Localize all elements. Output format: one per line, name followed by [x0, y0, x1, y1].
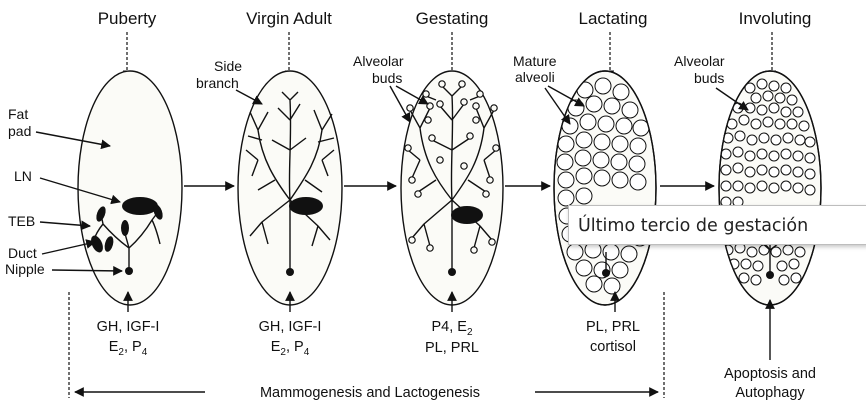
lymph-node-3 — [451, 206, 483, 224]
stage-title-puberty: Puberty — [98, 9, 157, 28]
label-side-branch-line2: branch — [196, 75, 239, 91]
hormones-virgin-line2: E2, P4 — [271, 339, 310, 358]
gland-virgin-adult — [238, 71, 342, 305]
lymph-node-1 — [122, 197, 158, 215]
label-alveolar-buds-gest-line1: Alveolar — [353, 53, 404, 69]
translation-tooltip: Último tercio de gestación — [568, 205, 866, 245]
gland-involuting — [719, 71, 821, 305]
lymph-node-2 — [289, 197, 323, 215]
label-mature-alveoli-line2: alveoli — [515, 69, 555, 85]
label-side-branch-line1: Side — [214, 58, 242, 74]
label-nipple: Nipple — [5, 261, 45, 277]
hormones-gestating-line1: P4, E2 — [431, 319, 472, 338]
label-ln: LN — [14, 168, 32, 184]
stage-title-involuting: Involuting — [739, 9, 812, 28]
label-apoptosis-line1: Apoptosis and — [724, 366, 816, 382]
stage-title-lactating: Lactating — [579, 9, 648, 28]
label-teb: TEB — [8, 213, 35, 229]
hormones-lactating-line2: cortisol — [590, 339, 636, 355]
stage-title-virgin-adult: Virgin Adult — [246, 9, 332, 28]
hormones-virgin-line1: GH, IGF-I — [259, 319, 322, 335]
gland-lactating — [554, 71, 656, 305]
hormones-puberty-line1: GH, IGF-I — [97, 319, 160, 335]
label-duct: Duct — [8, 245, 37, 261]
label-alveolar-buds-gest-line2: buds — [372, 70, 402, 86]
label-mature-alveoli-line1: Mature — [513, 53, 557, 69]
stage-title-gestating: Gestating — [416, 9, 489, 28]
hormones-puberty-line2: E2, P4 — [109, 339, 148, 358]
label-fat-pad-line2: pad — [8, 123, 31, 139]
gland-gestating — [401, 71, 503, 305]
timeline-label: Mammogenesis and Lactogenesis — [260, 385, 480, 401]
label-apoptosis-line2: Autophagy — [735, 385, 805, 401]
label-fat-pad-line1: Fat — [8, 106, 28, 122]
label-alveolar-buds-invol-line2: buds — [694, 70, 724, 86]
hormones-lactating-line1: PL, PRL — [586, 319, 640, 335]
hormones-gestating-line2: PL, PRL — [425, 340, 479, 356]
label-alveolar-buds-invol-line1: Alveolar — [674, 53, 725, 69]
